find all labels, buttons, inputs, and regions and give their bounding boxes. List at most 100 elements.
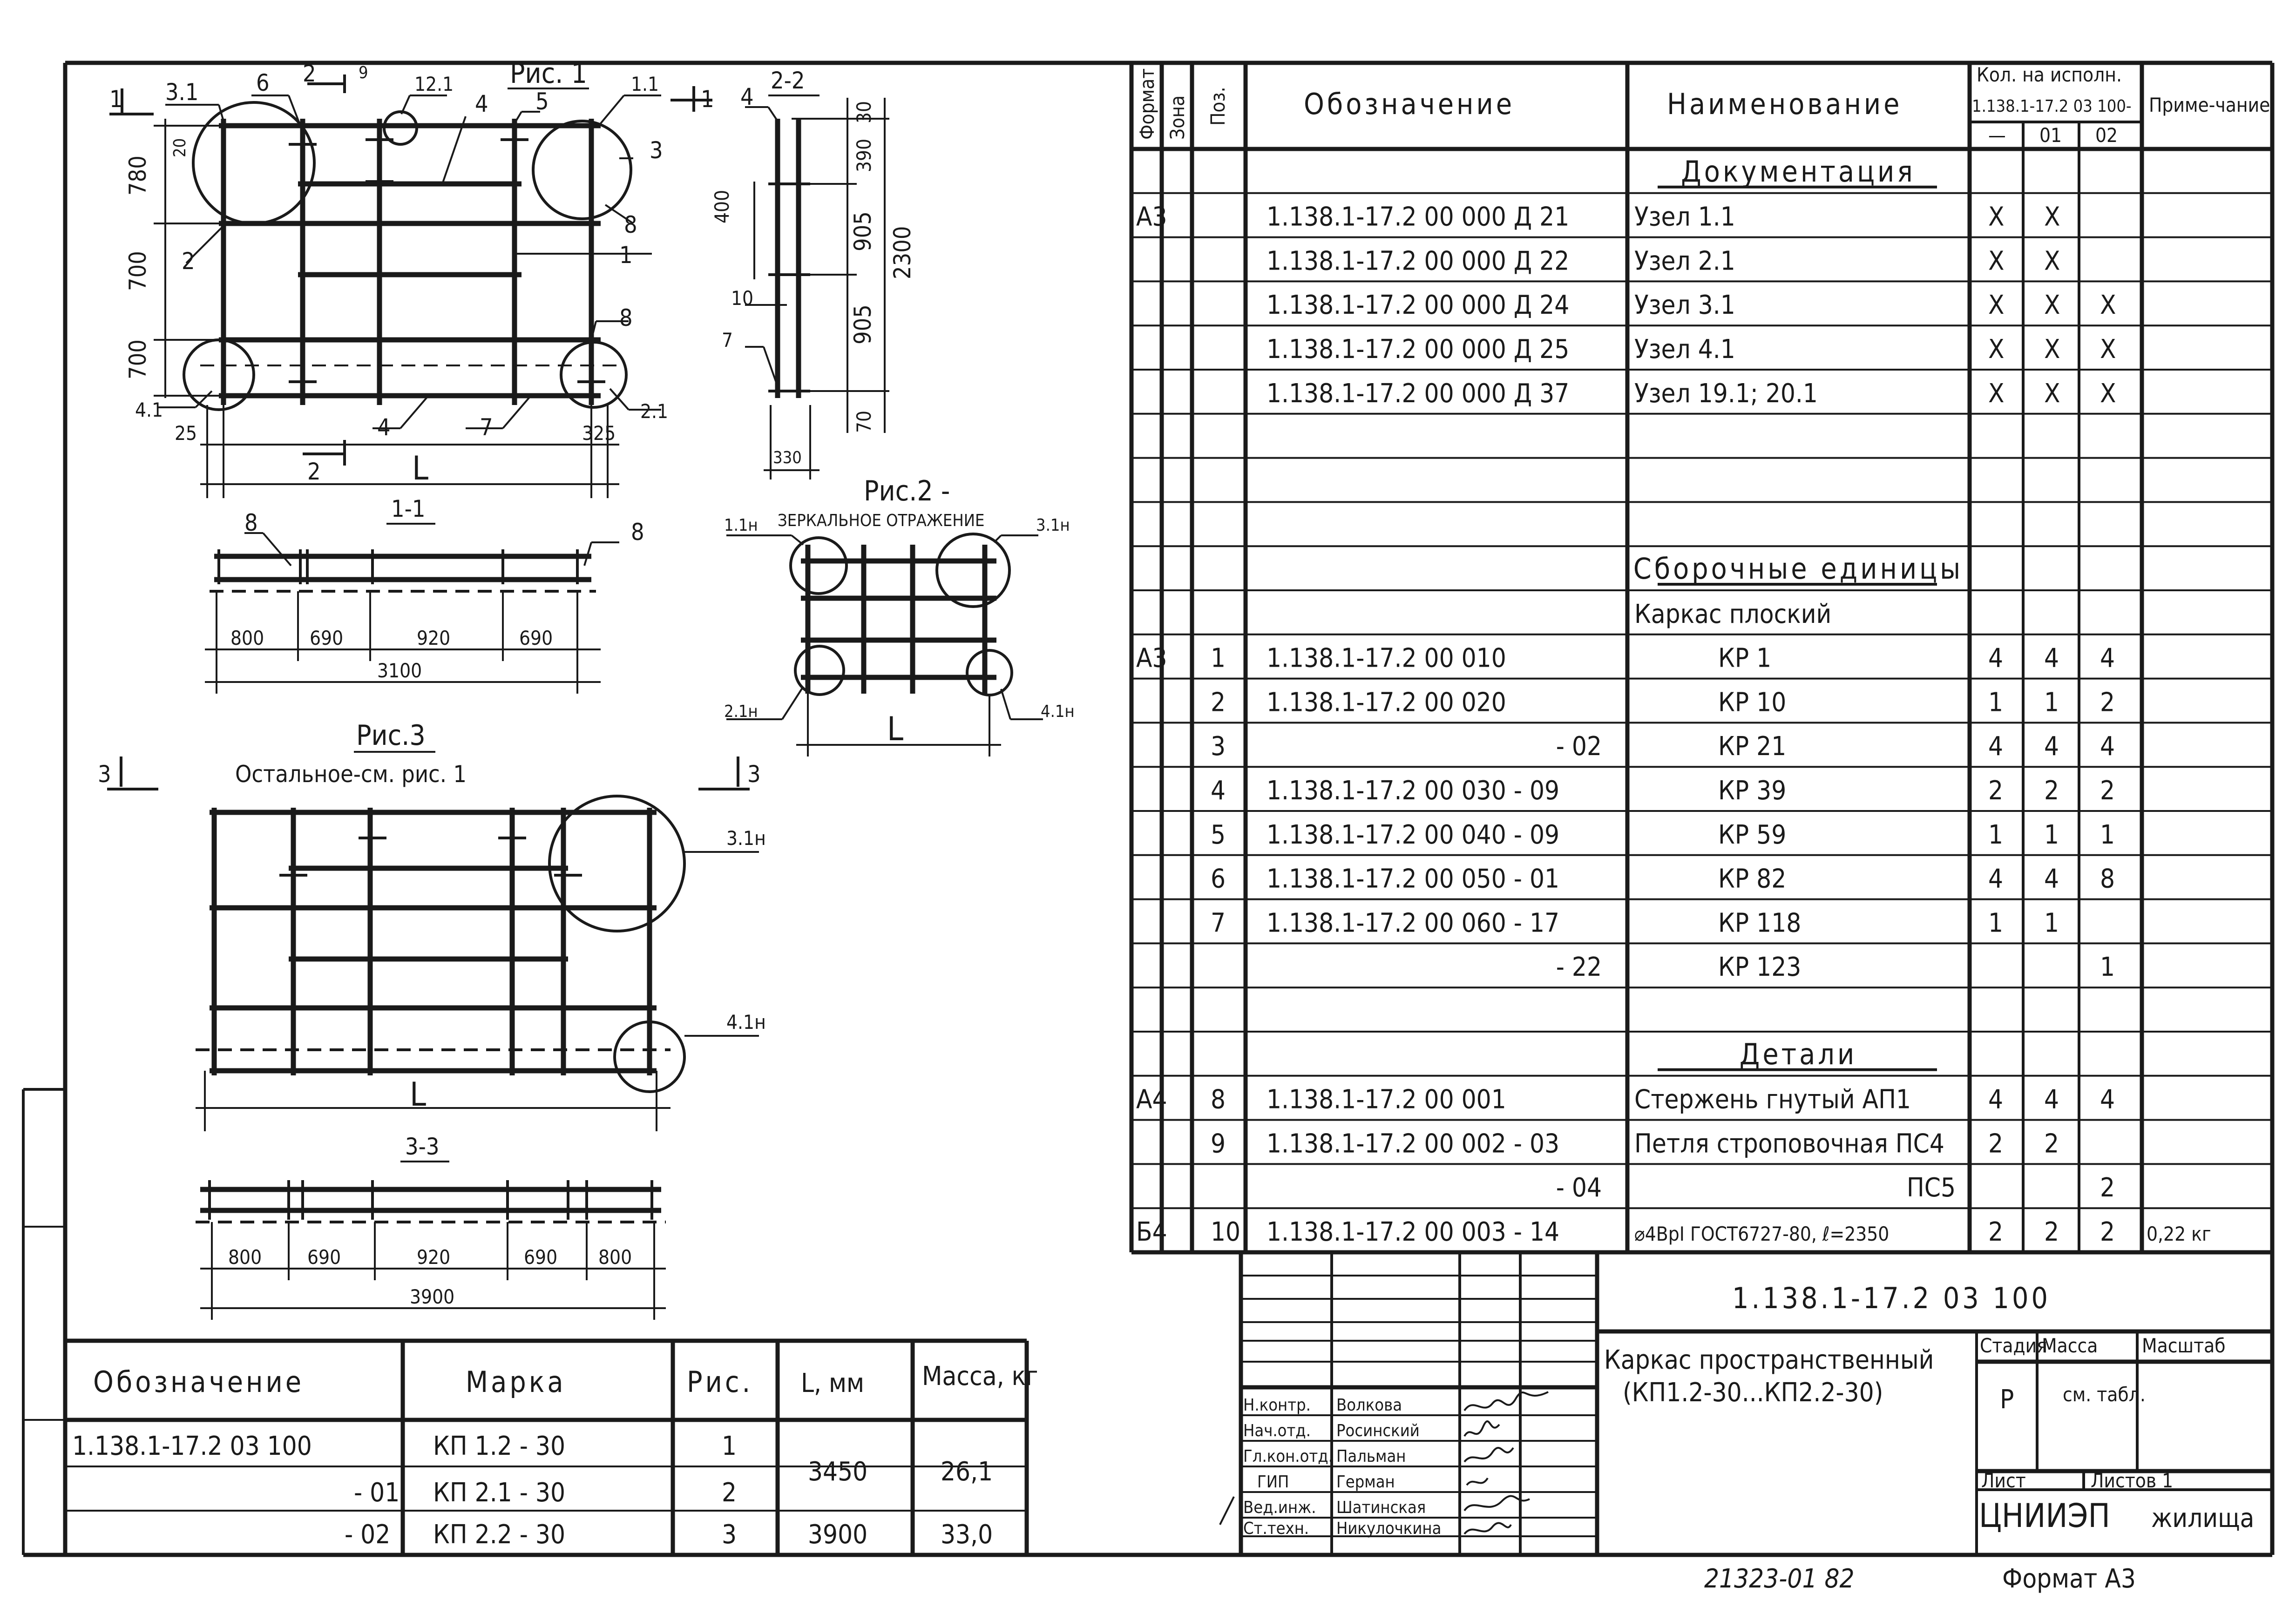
fig1-callout: 8 <box>624 211 637 238</box>
sec22-dim: 905 <box>849 211 876 251</box>
role-name: Волкова <box>1336 1396 1402 1415</box>
spec-designation: 1.138.1-17.2 00 000 Д 37 <box>1267 378 1569 409</box>
fig1-callout: 8 <box>619 304 633 331</box>
spec-qty: 4 <box>1988 1085 2003 1115</box>
spec-qty: X <box>1988 202 2005 232</box>
spec-qty: 2 <box>2044 1217 2059 1247</box>
spec-qty: 4 <box>2100 643 2115 674</box>
spec-qty: 2 <box>2100 687 2115 717</box>
sec22-dim: 70 <box>853 411 875 433</box>
scale-label: Масштаб <box>2142 1334 2226 1357</box>
spec-qty: 1 <box>2044 687 2059 717</box>
spec-designation: 1.138.1-17.2 00 002 - 03 <box>1267 1128 1559 1159</box>
sheet-frame <box>22 61 2275 1557</box>
mass-value: см. табл. <box>2063 1383 2146 1406</box>
spec-qty: 2 <box>1988 776 2003 806</box>
spec-qty: 1 <box>2100 952 2115 982</box>
fig1-callout: 7 <box>480 414 493 441</box>
sec11-callout: 8 <box>631 519 644 546</box>
role-name: Шатинская <box>1336 1498 1426 1517</box>
marks-row-fig: 1 <box>722 1431 737 1461</box>
fig3-callout: 4.1н <box>726 1011 766 1033</box>
spec-qty: 4 <box>2044 864 2059 894</box>
spec-header-qty-col: 02 <box>2095 124 2118 147</box>
inventory-number: 21323-01 82 <box>1704 1564 1855 1594</box>
fig2-callout: 3.1н <box>1036 516 1070 535</box>
spec-qty: 2 <box>2100 776 2115 806</box>
spec-position: 9 <box>1211 1128 1226 1159</box>
spec-header-qty: Кол. на исполн. <box>1977 63 2122 86</box>
role-label: Н.контр. <box>1243 1396 1311 1415</box>
signature-scribble <box>1466 1477 1489 1486</box>
fig1-dim: 700 <box>124 339 151 379</box>
spec-qty: 1 <box>2044 820 2059 850</box>
sec22-callout: 10 <box>731 287 753 310</box>
spec-designation: 1.138.1-17.2 00 010 <box>1267 643 1506 674</box>
spec-designation: - 04 <box>1556 1173 1602 1203</box>
spec-position: 1 <box>1211 643 1226 674</box>
fig1-callout: 4.1 <box>135 398 163 421</box>
spec-qty: 4 <box>2044 643 2059 674</box>
fig2-dim: L <box>887 710 903 748</box>
spec-qty: X <box>2044 246 2060 276</box>
sheets-label: Листов 1 <box>2091 1469 2173 1492</box>
title-block: 1.138.1-17.2 03 100 Каркас пространствен… <box>1219 1252 2272 1555</box>
doc-code: 1.138.1-17.2 03 100 <box>1732 1281 2051 1315</box>
spec-qty: 2 <box>2100 1173 2115 1203</box>
spec-section-heading: Документация <box>1681 155 1916 189</box>
spec-qty: 4 <box>2100 1085 2115 1115</box>
sec22-dim: 2300 <box>889 226 916 279</box>
spec-qty: 4 <box>1988 864 2003 894</box>
spec-qty: X <box>1988 290 2005 320</box>
marks-row-fig: 3 <box>722 1520 737 1550</box>
sec33-dim: 690 <box>307 1246 341 1269</box>
role-name: Пальман <box>1336 1447 1406 1466</box>
spec-qty: X <box>1988 334 2005 365</box>
fig1-callout: 1.1 <box>631 73 659 95</box>
marks-row-mark: КП 1.2 - 30 <box>433 1431 565 1461</box>
sec33-dim: 920 <box>417 1246 450 1269</box>
sec22-dim: 905 <box>849 304 876 344</box>
fig1-callout: 5 <box>535 88 549 115</box>
role-name: Никулочкина <box>1336 1519 1441 1538</box>
spec-qty: 1 <box>1988 820 2003 850</box>
signature-scribble <box>1463 1391 1549 1412</box>
fig1-callout: 9 <box>359 63 368 82</box>
spec-qty: X <box>2100 378 2116 409</box>
spec-name: ПС5 <box>1907 1173 1956 1203</box>
spec-qty: 1 <box>1988 687 2003 717</box>
marks-mass: 33,0 <box>941 1520 993 1550</box>
fig1-dim: 780 <box>124 155 151 196</box>
sec33-dim: 800 <box>598 1246 632 1269</box>
marks-table: Обозначение Марка Рис. L, мм Масса, кг 1… <box>65 1338 1038 1555</box>
fig3-title: Рис.3 <box>356 719 426 752</box>
spec-qty: 4 <box>1988 731 2003 762</box>
sec11-dim: 690 <box>310 627 343 649</box>
spec-name: Петля строповочная ПС4 <box>1634 1128 1944 1159</box>
role-name: Росинский <box>1336 1421 1420 1440</box>
fig1-dim: L <box>412 449 428 487</box>
marks-row-designation: - 01 <box>354 1478 400 1508</box>
spec-qty: X <box>2044 334 2060 365</box>
spec-designation: - 02 <box>1556 731 1602 762</box>
spec-qty: 2 <box>1988 1128 2003 1159</box>
spec-name: Узел 3.1 <box>1634 290 1735 320</box>
spec-qty: 4 <box>2100 731 2115 762</box>
sec33-dim: 800 <box>228 1246 262 1269</box>
spec-name: Стержень гнутый АП1 <box>1634 1085 1911 1115</box>
spec-name: Узел 4.1 <box>1634 334 1735 365</box>
doc-name-line2: (КП1.2-30...КП2.2-30) <box>1623 1378 1883 1408</box>
specification-table: Формат Зона Поз. Обозначение Наименовани… <box>1129 63 2272 1255</box>
fig1-callout: 3 <box>650 137 663 164</box>
spec-header-name: Наименование <box>1667 87 1903 121</box>
spec-position: 6 <box>1211 864 1226 894</box>
spec-header-note: Приме-чание <box>2149 94 2270 116</box>
figure-1: Рис. 1 <box>109 57 714 498</box>
spec-header-qty-col: 01 <box>2039 124 2062 147</box>
spec-name: КР 82 <box>1718 864 1786 894</box>
spec-header-zone: Зона <box>1166 95 1189 140</box>
marks-header-mark: Марка <box>466 1365 566 1399</box>
marks-row-fig: 2 <box>722 1478 737 1508</box>
marks-row-mark: КП 2.1 - 30 <box>433 1478 565 1508</box>
